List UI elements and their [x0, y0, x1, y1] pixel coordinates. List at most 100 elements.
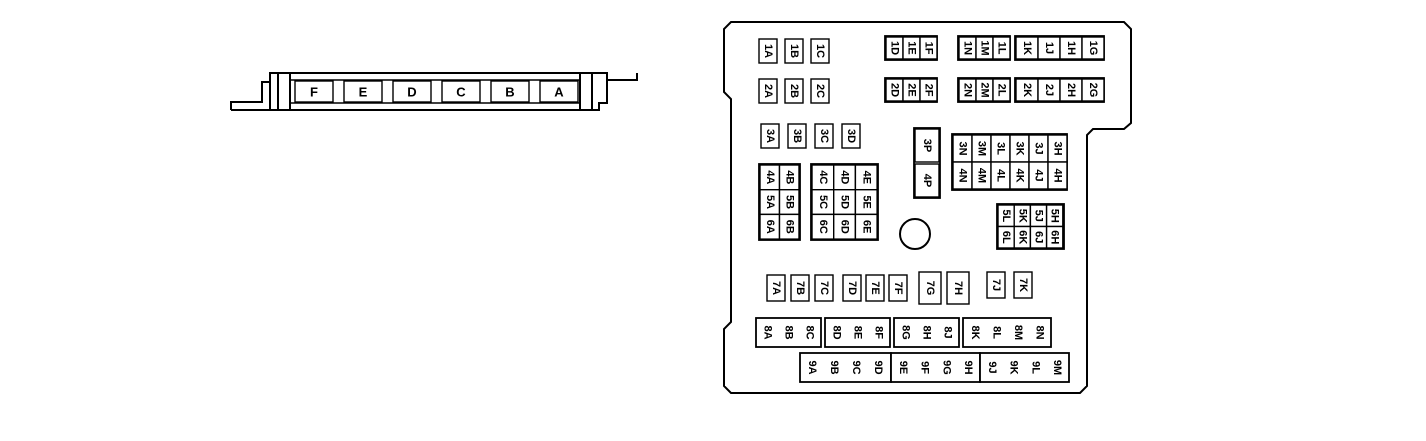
fuse-label: 6K — [1016, 230, 1028, 244]
fuse-cavity-2n: 2N — [958, 78, 977, 102]
fuse-cavity-6d: 6D — [833, 213, 857, 240]
fuse-label: 8J — [942, 326, 954, 338]
connector-pin-label: B — [505, 85, 514, 100]
fuse-label: 9J — [986, 361, 998, 373]
fuse-cavity-7b: 7B — [790, 274, 810, 302]
fuse-label: 8G — [900, 325, 912, 340]
fuse-cavity-9e: 9E — [897, 361, 909, 374]
fuse-label: 7C — [818, 281, 830, 295]
fuse-label: 1E — [906, 41, 918, 54]
fuse-label: 1B — [788, 44, 800, 58]
fuse-label: 6H — [1049, 230, 1061, 244]
fuse-cavity-5k: 5K — [1013, 204, 1032, 228]
connector-pin-b: B — [490, 80, 530, 103]
fuse-label: 7D — [846, 281, 858, 295]
fuse-label: 5A — [764, 195, 776, 209]
group-9j-9m — [979, 352, 1070, 383]
fuse-label: 9D — [872, 360, 884, 374]
fuse-cavity-9c: 9C — [850, 360, 862, 374]
fuse-label: 8L — [990, 326, 1002, 339]
fuse-label: 9B — [828, 360, 840, 374]
fuse-cavity-9j: 9J — [986, 361, 998, 373]
connector-pin-label: A — [554, 85, 564, 100]
fuse-label: 4M — [976, 168, 988, 183]
fuse-label: 7J — [990, 279, 1002, 291]
fuse-cavity-9f: 9F — [919, 361, 931, 374]
fuse-cavity-6h: 6H — [1045, 225, 1064, 249]
fuse-cavity-1l: 1L — [992, 36, 1011, 60]
fuse-label: 1J — [1043, 42, 1055, 54]
fuse-label: 2L — [996, 84, 1008, 97]
fuse-cavity-4a: 4A — [759, 164, 781, 191]
fuse-label: 8K — [969, 325, 981, 339]
fuse-cavity-8b: 8B — [783, 325, 795, 339]
fuse-cavity-8g: 8G — [900, 325, 912, 340]
group-8a-8c — [755, 317, 822, 348]
fuse-cavity-4b: 4B — [778, 164, 800, 191]
fuse-cavity-6c: 6C — [811, 213, 835, 240]
fuse-label: 2H — [1065, 83, 1077, 97]
fuse-cavity-2l: 2L — [992, 78, 1011, 102]
fuse-label: 1M — [979, 40, 991, 55]
fuse-cavity-4l: 4L — [990, 161, 1011, 190]
fuse-cavity-2j: 2J — [1037, 78, 1061, 102]
fuse-cavity-9b: 9B — [828, 360, 840, 374]
fuse-label: 3D — [845, 129, 857, 143]
fuse-cavity-2h: 2H — [1059, 78, 1083, 102]
fuse-cavity-1g: 1G — [1081, 36, 1105, 60]
fuse-label: 1N — [962, 41, 974, 55]
fuse-label: 4B — [783, 170, 795, 184]
fuse-cavity-6j: 6J — [1029, 225, 1048, 249]
fuse-label: 9C — [850, 360, 862, 374]
fuse-label: 3L — [995, 142, 1007, 155]
fuse-label: 5H — [1049, 209, 1061, 223]
fuse-cavity-4e: 4E — [854, 164, 878, 191]
fuse-cavity-1c: 1C — [810, 38, 830, 64]
fuse-label: 3P — [921, 139, 933, 152]
fuse-cavity-6k: 6K — [1013, 225, 1032, 249]
fuse-label: 2J — [1043, 84, 1055, 96]
fuse-label: 4L — [995, 169, 1007, 182]
fuse-label: 5L — [1000, 209, 1012, 222]
fuse-cavity-4k: 4K — [1009, 161, 1030, 190]
fuse-cavity-6e: 6E — [854, 213, 878, 240]
fuse-cavity-3n: 3N — [952, 134, 973, 163]
fuse-label: 8H — [921, 325, 933, 339]
fuse-label: 4C — [817, 170, 829, 184]
fuse-cavity-3k: 3K — [1009, 134, 1030, 163]
fuse-label: 1H — [1065, 41, 1077, 55]
fuse-cavity-1m: 1M — [975, 36, 994, 60]
fuse-cavity-2d: 2D — [885, 78, 904, 102]
fuse-label: 1L — [996, 42, 1008, 55]
fuse-label: 3N — [957, 141, 969, 155]
fuse-label: 7H — [952, 281, 964, 295]
fuse-label: 8C — [804, 325, 816, 339]
fuse-label: 4P — [921, 174, 933, 187]
fuse-cavity-3l: 3L — [990, 134, 1011, 163]
connector-pin-d: D — [392, 80, 432, 103]
fuse-cavity-4n: 4N — [952, 161, 973, 190]
fuse-label: 4A — [764, 170, 776, 184]
fuse-label: 2D — [889, 83, 901, 97]
connector-pin-label: E — [359, 85, 368, 100]
connector-pin-label: F — [310, 85, 318, 100]
fuse-label: 5D — [839, 195, 851, 209]
fuse-cavity-2e: 2E — [902, 78, 921, 102]
fuse-label: 9A — [806, 360, 818, 374]
fuse-label: 8E — [852, 326, 864, 339]
fuse-label: 1G — [1087, 41, 1099, 56]
fuse-label: 2A — [762, 84, 774, 98]
fuse-label: 7G — [924, 281, 936, 296]
fuse-cavity-8l: 8L — [990, 326, 1002, 339]
fuse-label: 8D — [831, 325, 843, 339]
fuse-cavity-7d: 7D — [842, 274, 862, 302]
fuse-label: 2E — [906, 83, 918, 96]
fuse-label: 4D — [839, 170, 851, 184]
fuse-cavity-2b: 2B — [784, 78, 804, 104]
fuse-cavity-8k: 8K — [969, 325, 981, 339]
fuse-label: 3C — [818, 129, 830, 143]
fuse-label: 5B — [783, 195, 795, 209]
fuse-label: 1D — [889, 41, 901, 55]
fuse-label: 4N — [957, 168, 969, 182]
